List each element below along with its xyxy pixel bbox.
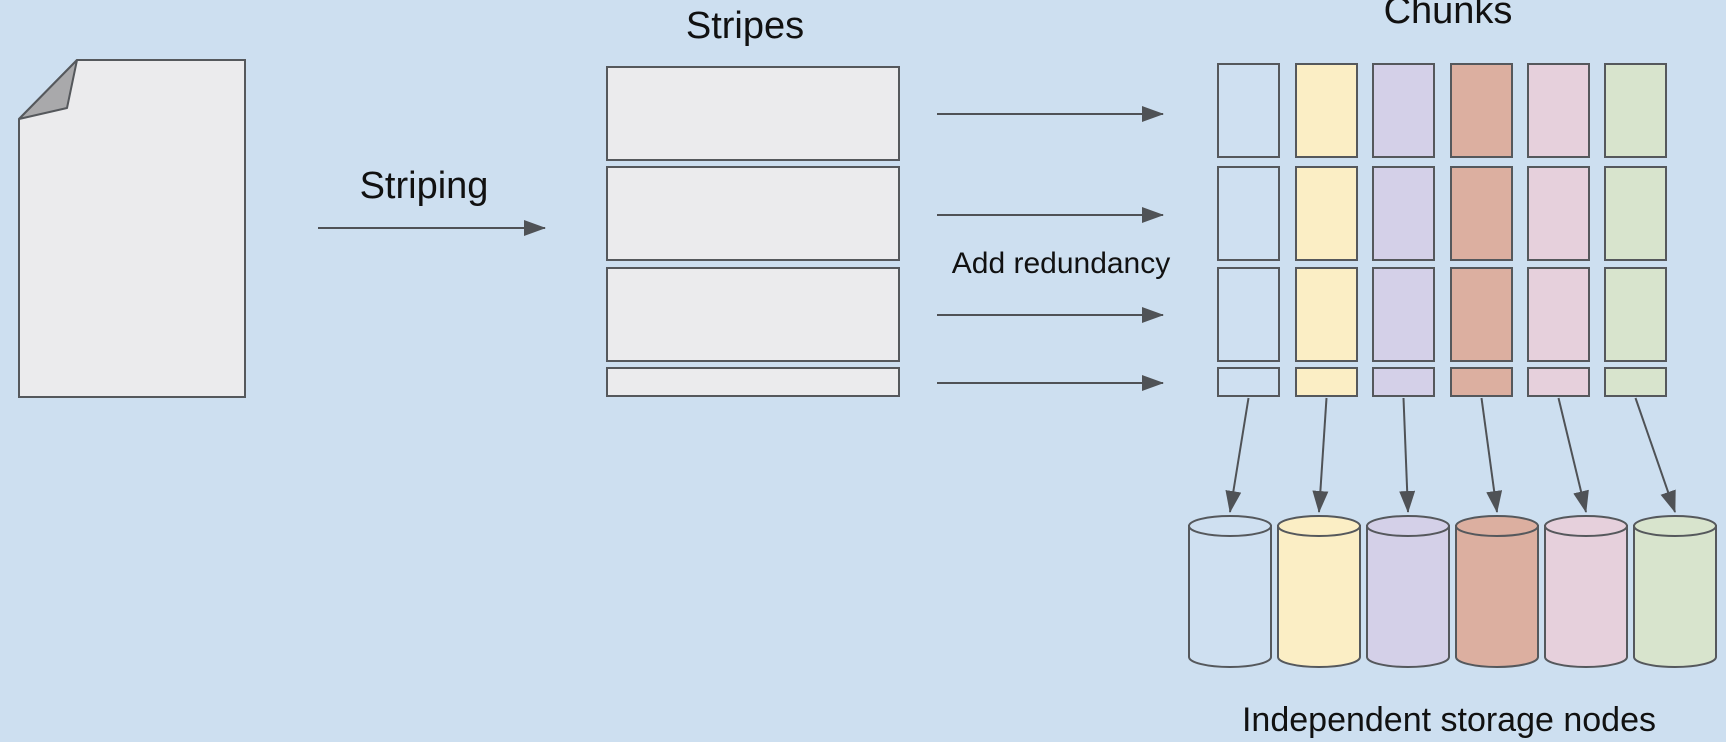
stripes-label: Stripes [686,5,804,47]
cylinder-icon [1544,515,1628,668]
chunk-r3-c3 [1372,267,1435,362]
chunk-r3-c1 [1217,267,1280,362]
node-arrow-1 [1225,397,1250,513]
chunk-r2-c6 [1604,166,1667,261]
chunk-r2-c4 [1450,166,1513,261]
stripe-4 [606,367,900,397]
node-arrow-3 [1399,397,1416,513]
chunk-r1-c6 [1604,63,1667,158]
document-icon [18,59,246,398]
stripes-stack [606,66,900,397]
chunk-r4-c3 [1372,367,1435,397]
stripe-1 [606,66,900,161]
cylinder-icon [1455,515,1539,668]
chunk-r2-c2 [1295,166,1358,261]
striping-label: Striping [360,165,489,207]
chunk-r4-c5 [1527,367,1590,397]
chunk-r2-c1 [1217,166,1280,261]
add-redundancy-label: Add redundancy [952,247,1171,280]
node-arrow-6 [1634,397,1676,513]
cylinder-icon [1366,515,1450,668]
chunk-r1-c1 [1217,63,1280,158]
cylinder-icon [1188,515,1272,668]
chunk-r2-c5 [1527,166,1590,261]
cylinder-icon [1633,515,1717,668]
chunk-r4-c6 [1604,367,1667,397]
chunk-r1-c2 [1295,63,1358,158]
chunk-grid [1217,63,1667,397]
chunks-label: Chunks [1384,0,1513,32]
chunk-r4-c4 [1450,367,1513,397]
chunk-r1-c5 [1527,63,1590,158]
chunk-r1-c4 [1450,63,1513,158]
node-arrow-4 [1480,397,1503,513]
storage-nodes [1188,515,1717,668]
chunk-r1-c3 [1372,63,1435,158]
chunk-r3-c6 [1604,267,1667,362]
stripe-2 [606,166,900,261]
node-arrow-5 [1557,397,1589,513]
chunk-r4-c1 [1217,367,1280,397]
cylinder-icon [1277,515,1361,668]
chunk-r4-c2 [1295,367,1358,397]
node-arrow-2 [1312,397,1329,513]
stripe-3 [606,267,900,362]
chunk-r3-c4 [1450,267,1513,362]
chunk-r3-c5 [1527,267,1590,362]
node-arrows [1225,397,1676,513]
chunk-r2-c3 [1372,166,1435,261]
storage-nodes-label: Independent storage nodes [1242,701,1656,739]
chunk-r3-c2 [1295,267,1358,362]
